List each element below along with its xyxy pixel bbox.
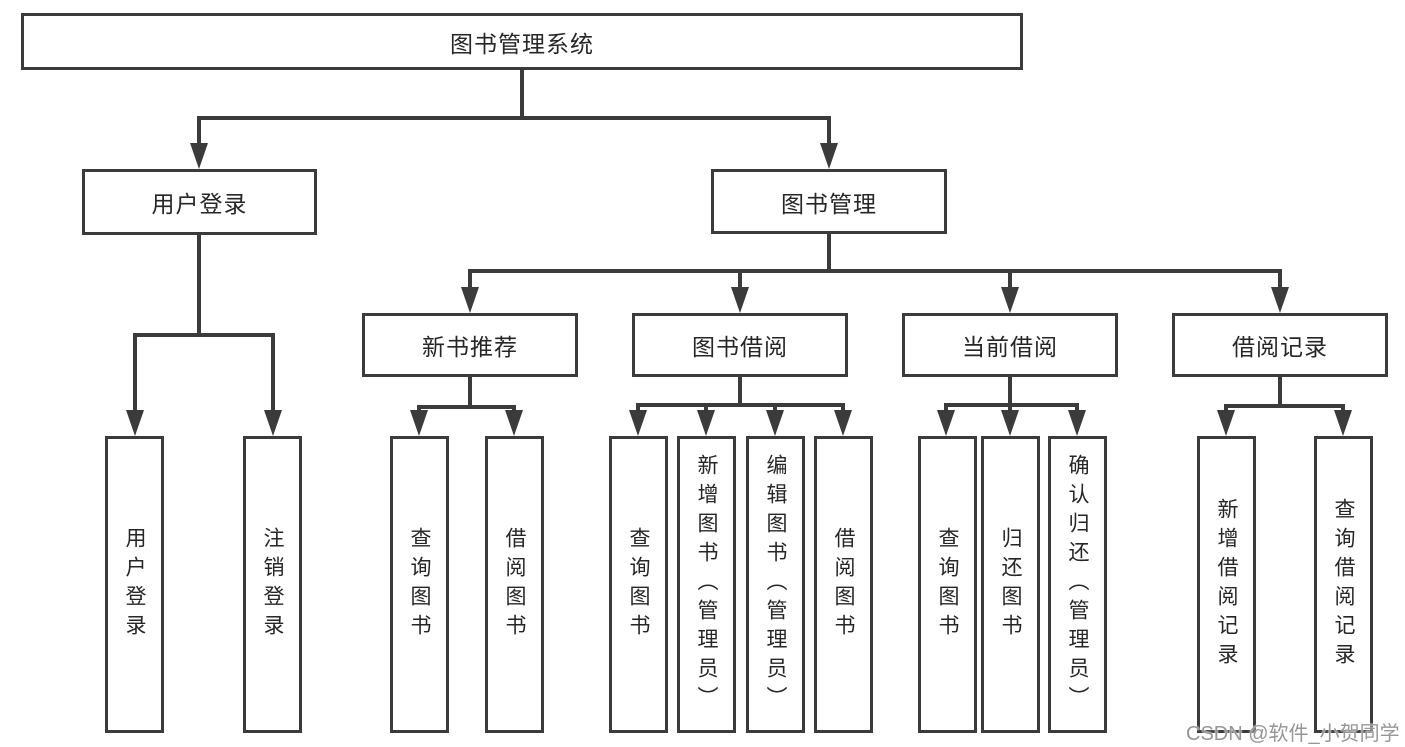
leaf-confirm-return-admin-label: 确认归还（管理员） — [1066, 454, 1089, 715]
leaf-confirm-return-admin: 确认归还（管理员） — [1048, 436, 1107, 733]
node-new-book-recommendation: 新书推荐 — [362, 313, 578, 377]
node-user-login: 用户登录 — [82, 169, 317, 235]
node-new-book-recommendation-label: 新书推荐 — [422, 334, 518, 360]
leaf-borrow-books-recommend-label: 借阅图书 — [503, 526, 526, 643]
node-current-borrowing: 当前借阅 — [902, 313, 1118, 377]
leaf-query-books-recommend-label: 查询图书 — [408, 526, 431, 643]
leaf-logout: 注销登录 — [243, 436, 302, 733]
leaf-query-books-recommend: 查询图书 — [390, 436, 449, 733]
leaf-query-books-borrowing-label: 查询图书 — [627, 526, 650, 643]
leaf-user-login: 用户登录 — [105, 436, 164, 733]
leaf-add-borrow-record: 新增借阅记录 — [1197, 436, 1256, 733]
node-borrowing-records-label: 借阅记录 — [1232, 334, 1328, 360]
leaf-return-books: 归还图书 — [981, 436, 1040, 733]
node-current-borrowing-label: 当前借阅 — [962, 334, 1058, 360]
node-book-management-label: 图书管理 — [781, 190, 877, 217]
leaf-edit-book-admin-label: 编辑图书（管理员） — [764, 454, 787, 715]
node-book-borrowing-label: 图书借阅 — [692, 334, 788, 360]
leaf-borrow-books-borrowing-label: 借阅图书 — [832, 526, 855, 643]
leaf-return-books-label: 归还图书 — [999, 526, 1022, 643]
arrowheads — [126, 143, 1352, 436]
node-root: 图书管理系统 — [21, 13, 1023, 70]
leaf-query-borrow-record: 查询借阅记录 — [1314, 436, 1373, 733]
leaf-borrow-books-recommend: 借阅图书 — [485, 436, 544, 733]
node-root-label: 图书管理系统 — [450, 30, 594, 57]
node-user-login-label: 用户登录 — [151, 191, 248, 217]
leaf-logout-label: 注销登录 — [261, 526, 284, 643]
leaf-query-borrow-record-label: 查询借阅记录 — [1332, 497, 1355, 672]
leaf-query-books-borrowing: 查询图书 — [609, 436, 668, 733]
leaf-borrow-books-borrowing: 借阅图书 — [814, 436, 873, 733]
node-book-borrowing: 图书借阅 — [632, 313, 848, 377]
leaf-user-login-label: 用户登录 — [123, 526, 146, 643]
leaf-query-books-current: 查询图书 — [918, 436, 977, 733]
node-book-management: 图书管理 — [711, 169, 947, 234]
csdn-watermark: CSDN @软件_小贺同学 — [1186, 723, 1400, 745]
leaf-edit-book-admin: 编辑图书（管理员） — [746, 436, 805, 733]
leaf-query-books-current-label: 查询图书 — [936, 526, 959, 643]
leaf-add-book-admin-label: 新增图书（管理员） — [695, 454, 718, 715]
leaf-add-borrow-record-label: 新增借阅记录 — [1215, 497, 1238, 672]
node-borrowing-records: 借阅记录 — [1172, 313, 1388, 377]
leaf-add-book-admin: 新增图书（管理员） — [677, 436, 736, 733]
